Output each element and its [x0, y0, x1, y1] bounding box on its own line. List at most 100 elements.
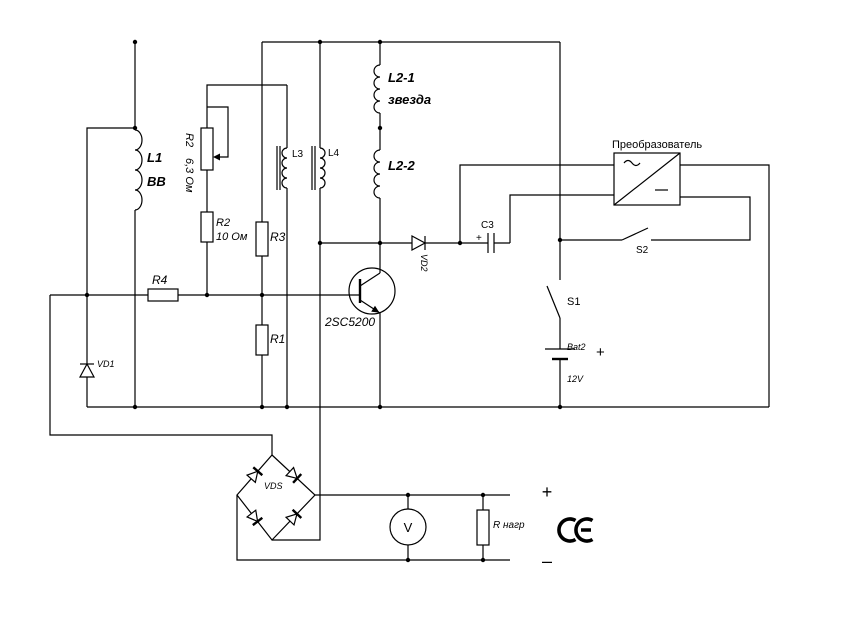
inductor-l1: L1 ВВ — [134, 129, 166, 211]
converter-label: Преобразователь — [612, 139, 702, 151]
junction-dot — [259, 292, 265, 298]
resistor-r2: R2 10 Ом — [200, 211, 248, 243]
junction-dot — [557, 404, 563, 410]
wire-s2-loop — [560, 196, 751, 241]
bridge-diode — [284, 466, 303, 484]
junction-dot — [284, 404, 290, 410]
coil-l3 — [281, 147, 288, 189]
r1-label: R1 — [270, 332, 285, 346]
bridge-diode-body — [284, 466, 299, 480]
ac-symbol-icon — [623, 159, 641, 167]
wire-l4-column — [272, 42, 321, 541]
transistor-collector — [359, 272, 381, 287]
transistor-2sc5200: 2SC5200 — [324, 267, 396, 329]
bridge-diode-body — [284, 512, 298, 527]
switch-s2-blade — [621, 227, 649, 241]
bridge-diamond — [236, 454, 316, 541]
r2-label: R2 — [216, 217, 230, 229]
voltmeter-symbol: V — [404, 520, 413, 535]
switch-s1-blade — [546, 285, 561, 319]
battery-bat2: Bat2 + 12V — [545, 342, 605, 384]
r2-value: 10 Ом — [216, 231, 248, 243]
core-l3 — [276, 146, 281, 190]
junction-dot — [377, 125, 383, 131]
l4-label: L4 — [328, 148, 340, 159]
inductor-l4: L4 — [311, 146, 340, 190]
transistor-label: 2SC5200 — [324, 315, 375, 329]
coil-l4 — [319, 147, 326, 189]
junction-dot — [317, 39, 323, 45]
pot-r2-label: R2 — [183, 133, 195, 147]
bridge-rectifier-vds: VDS — [236, 454, 316, 541]
bridge-diode-body — [245, 509, 259, 523]
capacitor-c3-plates — [487, 233, 495, 253]
load-resistor: R нагр — [476, 509, 525, 546]
junction-dot — [457, 240, 463, 246]
bridge-diode-bar — [252, 516, 264, 527]
ce-mark-c — [557, 517, 577, 543]
vd2-label: VD2 — [419, 254, 429, 272]
diode-vd2-body — [411, 234, 427, 252]
junction-dot — [132, 404, 138, 410]
c3-label: C3 — [481, 220, 494, 231]
diode-vd1-body — [78, 362, 96, 378]
switch-s2: S2 — [621, 227, 649, 256]
load-label: R нагр — [493, 520, 525, 531]
wire-bridge-feed — [49, 295, 273, 455]
l1-label: L1 — [147, 150, 162, 165]
resistor-r4-body — [147, 288, 179, 302]
output-minus: – — [542, 551, 552, 571]
pot-r2-body — [200, 127, 214, 171]
l2-1-tag: звезда — [388, 92, 431, 107]
diode-vd1: VD1 — [78, 359, 115, 378]
voltmeter-body — [389, 508, 427, 546]
junctions — [84, 39, 563, 563]
coil-l1 — [134, 129, 143, 211]
bridge-diode-bar — [252, 466, 264, 477]
junction-dot — [132, 39, 138, 45]
coil-l2-1 — [373, 64, 381, 114]
junction-dot — [132, 125, 138, 131]
coil-l2-2 — [373, 149, 381, 199]
pot-wiper-arrow — [213, 153, 220, 161]
pot-r2-value: 6,3 Ом — [183, 158, 195, 193]
wire-r2-column — [206, 84, 287, 295]
junction-dot — [405, 557, 411, 563]
battery-polarity: + — [596, 344, 605, 361]
bridge-diode — [284, 508, 303, 527]
junction-dot — [480, 492, 486, 498]
wire-converter-in-b — [509, 194, 614, 243]
s2-label: S2 — [636, 245, 649, 256]
converter-diagonal — [613, 152, 681, 206]
c3-polarity: + — [476, 233, 482, 244]
converter-block: Преобразователь — [612, 139, 702, 206]
resistor-r1-body — [255, 324, 269, 356]
s1-label: S1 — [567, 296, 580, 308]
battery-label: Bat2 — [567, 342, 586, 352]
wire-output-minus — [236, 495, 510, 561]
battery-voltage: 12V — [567, 374, 584, 384]
ce-mark-icon — [557, 517, 594, 543]
bridge-diode-body — [245, 470, 259, 484]
resistor-r1: R1 — [255, 324, 285, 356]
switch-s1: S1 — [546, 285, 580, 319]
vd1-label: VD1 — [97, 359, 115, 369]
wire-converter-out — [680, 164, 770, 407]
resistor-r3-body — [255, 221, 269, 257]
junction-dot — [259, 404, 265, 410]
load-resistor-body — [476, 509, 490, 546]
r3-label: R3 — [270, 230, 286, 244]
output-plus: + — [542, 482, 553, 502]
junction-dot — [557, 237, 563, 243]
core-l4 — [311, 146, 316, 190]
r4-label: R4 — [152, 273, 168, 287]
junction-dot — [480, 557, 486, 563]
transistor-body — [348, 267, 396, 315]
inductor-l2-1: L2-1 звезда — [373, 64, 431, 114]
l3-label: L3 — [292, 149, 304, 160]
junction-dot — [405, 492, 411, 498]
junction-dot — [84, 292, 90, 298]
l2-1-label: L2-1 — [388, 70, 415, 85]
bridge-label: VDS — [264, 481, 283, 491]
